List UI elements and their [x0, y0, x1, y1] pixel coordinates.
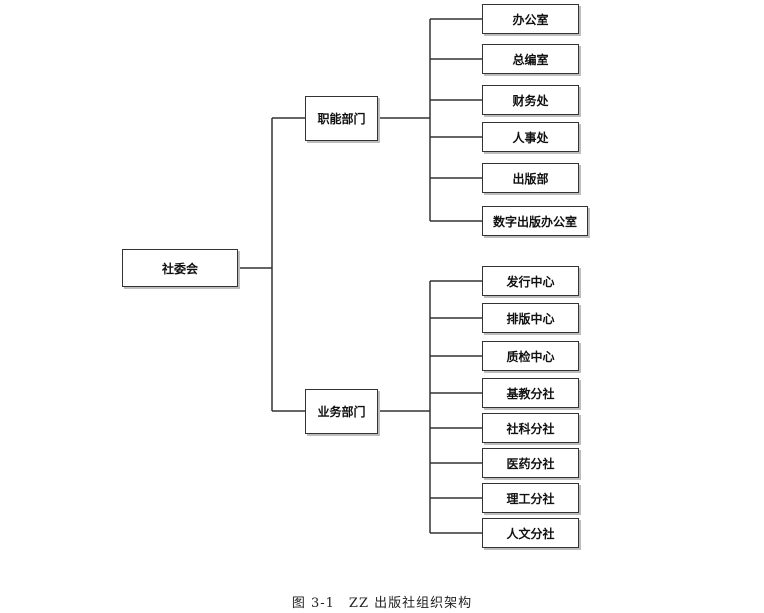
node-hr-office: 人事处 [482, 122, 579, 152]
node-publishing-dept: 出版部 [482, 163, 579, 193]
figure-caption: 图 3-1 ZZ 出版社组织架构 [291, 596, 473, 611]
node-editorial-office: 总编室 [482, 44, 579, 74]
node-basic-education-branch: 基教分社 [482, 378, 579, 408]
node-science-engineering-branch: 理工分社 [482, 483, 579, 513]
node-quality-center: 质检中心 [482, 341, 579, 371]
node-humanities-branch: 人文分社 [482, 518, 579, 548]
node-digital-publishing-office: 数字出版办公室 [482, 206, 588, 236]
node-business-dept: 业务部门 [305, 389, 378, 434]
node-office: 办公室 [482, 4, 579, 34]
node-medicine-branch: 医药分社 [482, 448, 579, 478]
node-functional-dept: 职能部门 [305, 96, 378, 141]
node-root: 社委会 [122, 249, 238, 287]
node-social-science-branch: 社科分社 [482, 413, 579, 443]
node-typesetting-center: 排版中心 [482, 303, 579, 333]
node-distribution-center: 发行中心 [482, 266, 579, 296]
node-finance-office: 财务处 [482, 85, 579, 115]
